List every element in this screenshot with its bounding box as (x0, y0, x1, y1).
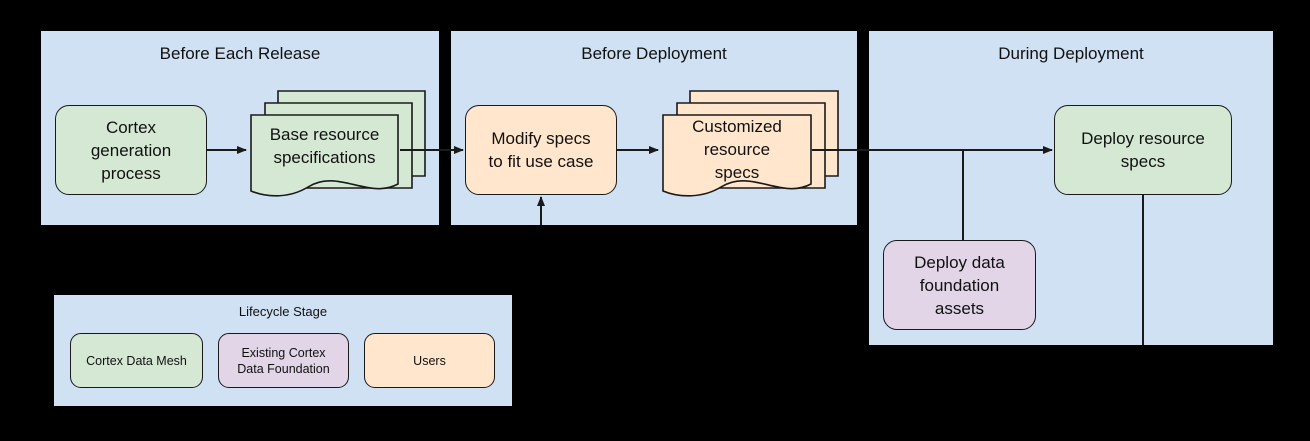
node-label-line1: Customized (692, 116, 782, 136)
legend-item-label-line1: Existing Cortex (241, 345, 326, 360)
node-label-line2: specifications (273, 148, 376, 167)
legend-title: Lifecycle Stage (238, 304, 328, 319)
document-stack-icon (662, 90, 839, 197)
node-customized-resource-specs-label: Customized resource specs (663, 113, 811, 185)
panel-title-during-deployment: During Deployment (998, 44, 1144, 63)
panel-title-before-each-release: Before Each Release (159, 44, 321, 63)
document-stack-icon (250, 90, 426, 197)
node-label-line1: Deploy data (914, 252, 1005, 272)
legend-item-users[interactable]: Users (364, 333, 495, 388)
node-label-line3: specs (714, 162, 760, 182)
legend-item-label: Users (413, 353, 446, 368)
node-deploy-data-foundation-assets[interactable]: Deploy data foundation assets (883, 240, 1036, 330)
node-base-resource-specifications[interactable]: Base resource specifications (248, 88, 428, 206)
legend-item-label-line2: Data Foundation (237, 361, 330, 376)
legend-item-label: Cortex Data Mesh (86, 353, 187, 368)
node-base-resource-specifications-label: Base resource specifications (251, 115, 398, 177)
node-label-line2: resource (703, 139, 771, 159)
node-label-line2: specs (1120, 152, 1166, 171)
panel-title-before-deployment: Before Deployment (581, 44, 727, 63)
node-label-line2: to fit use case (488, 152, 594, 171)
node-cortex-generation-process[interactable]: Cortex generation process (55, 105, 207, 195)
node-modify-specs-to-fit-use-case[interactable]: Modify specs to fit use case (465, 105, 617, 195)
node-label-line1: Modify specs (491, 129, 591, 148)
node-customized-resource-specs[interactable]: Customized resource specs (660, 88, 842, 206)
legend-item-cortex-data-mesh[interactable]: Cortex Data Mesh (70, 333, 203, 388)
node-label-line1: Cortex (105, 117, 157, 137)
node-deploy-resource-specs[interactable]: Deploy resource specs (1054, 105, 1232, 195)
node-label-line3: process (101, 163, 161, 183)
node-label-line2: foundation (919, 275, 1000, 295)
legend-item-existing-cortex-data-foundation[interactable]: Existing Cortex Data Foundation (218, 333, 349, 388)
node-label-line2: generation (90, 140, 172, 160)
node-label-line3: assets (934, 298, 985, 318)
node-label-line1: Base resource (269, 125, 380, 144)
node-label-line1: Deploy resource (1081, 129, 1205, 148)
